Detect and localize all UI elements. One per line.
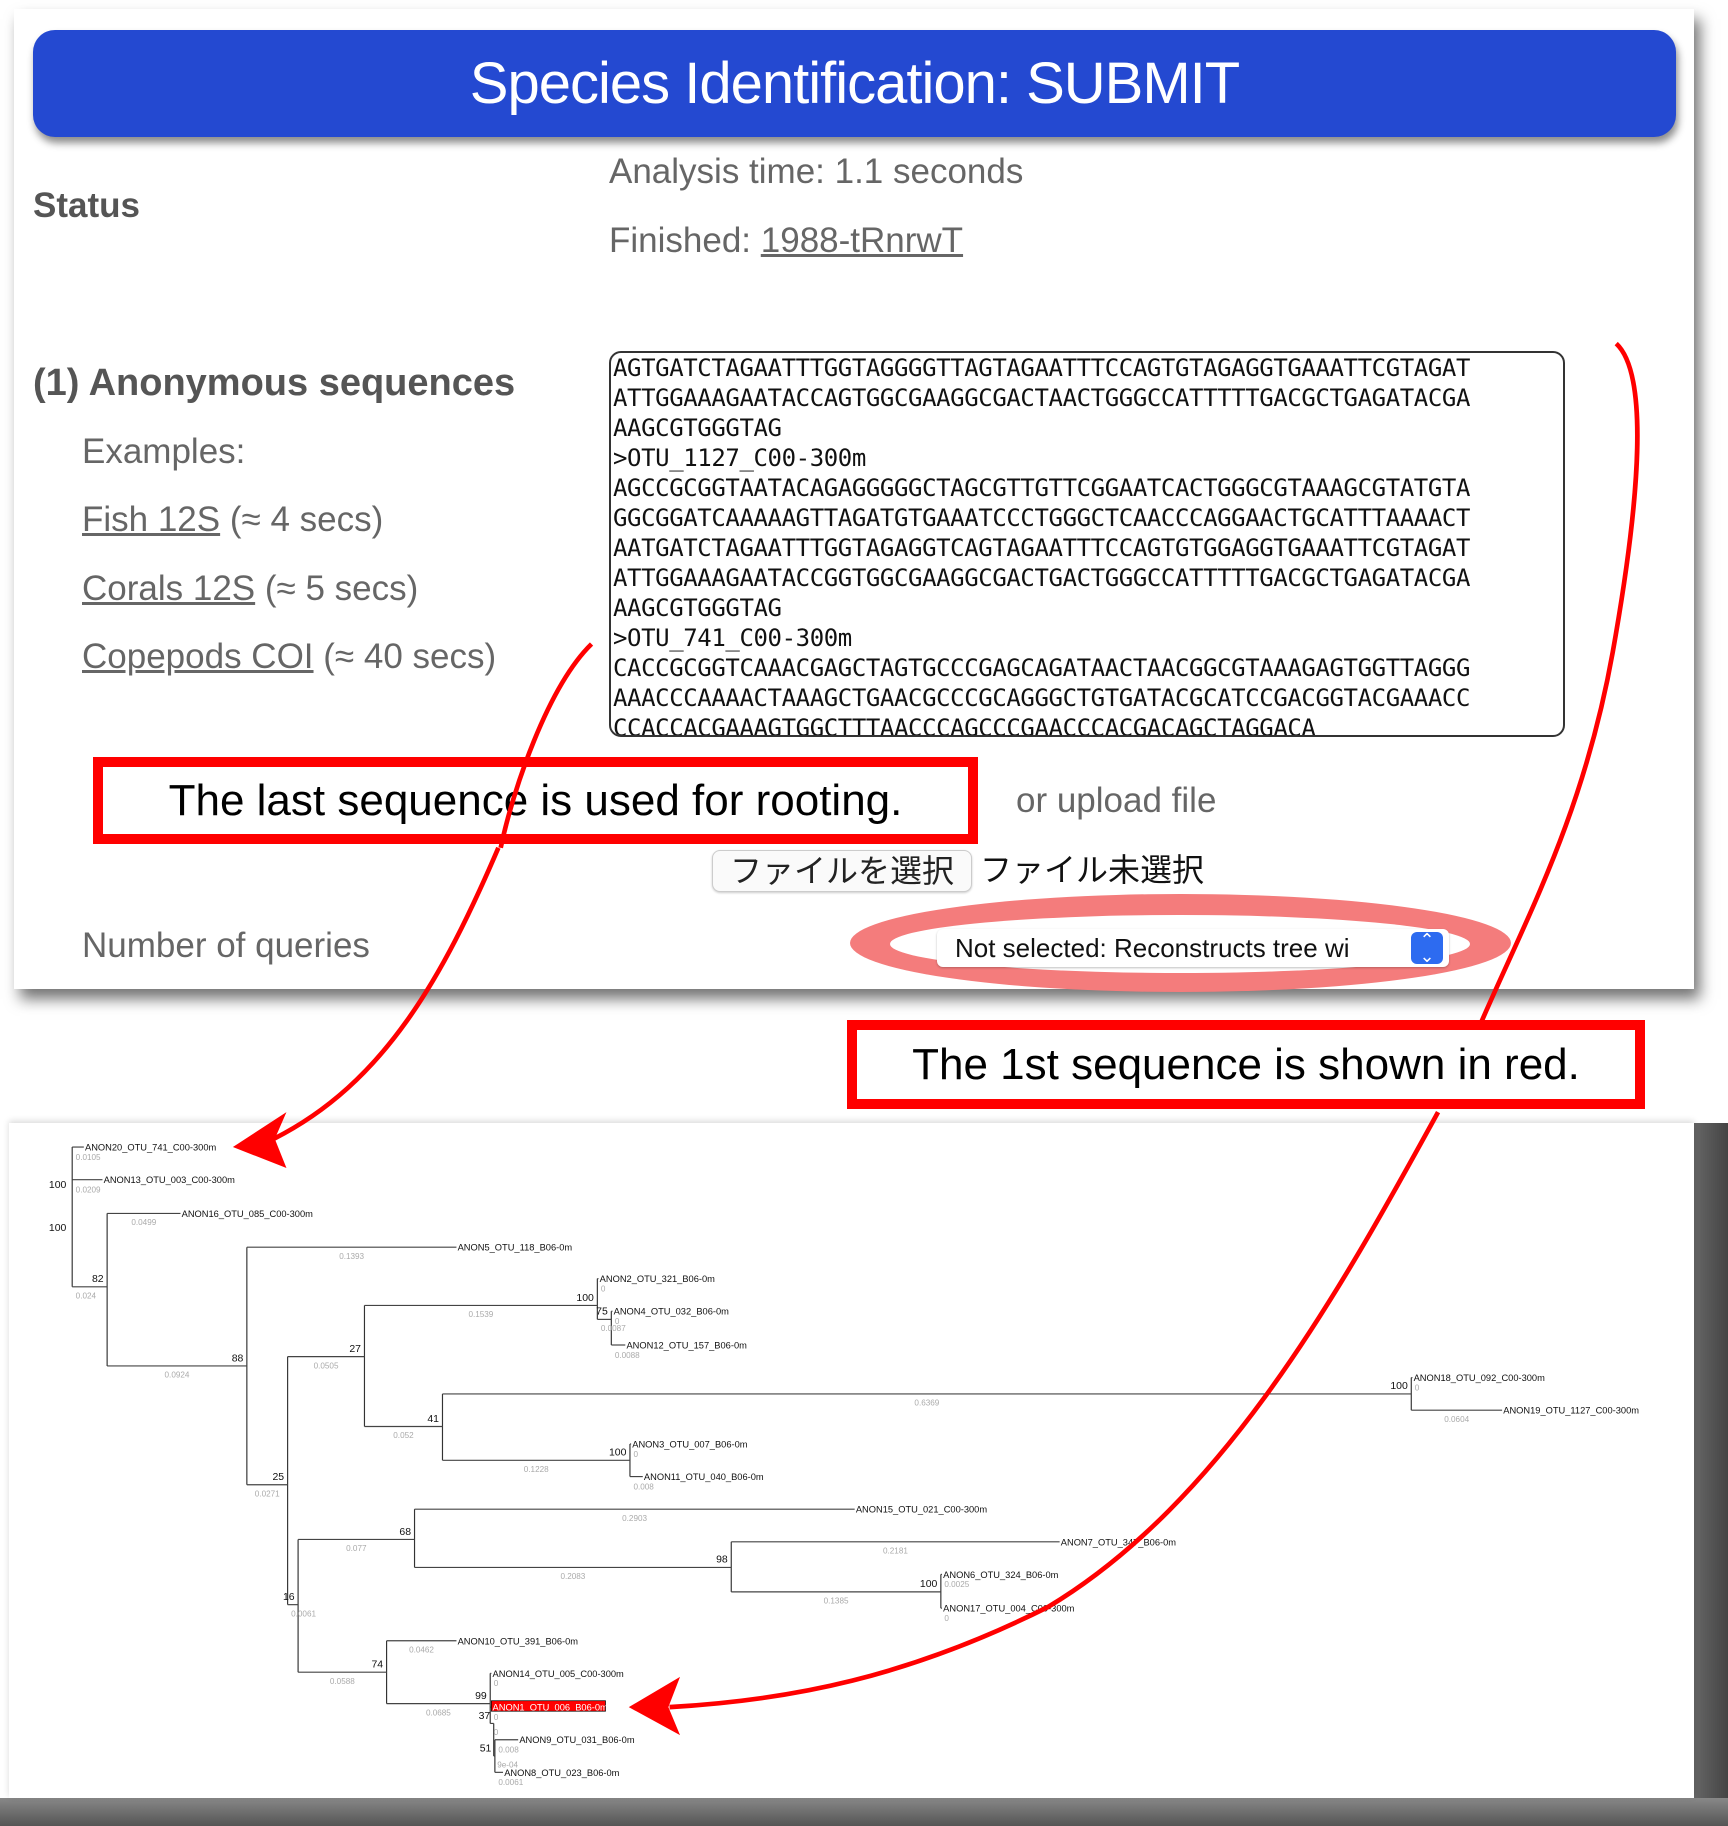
updown-chevron-icon: ⌃⌄ [1411, 931, 1443, 965]
background-shade [0, 1798, 1728, 1826]
example-link-corals-12s[interactable]: Corals 12S [82, 569, 256, 608]
annotation-rooting-text: The last sequence is used for rooting. [103, 767, 968, 834]
upload-label: or upload file [1016, 781, 1217, 820]
example-link-copepods-coi[interactable]: Copepods COI [82, 637, 314, 676]
choose-file-button[interactable]: ファイルを選択 [712, 850, 972, 892]
no-file-selected: ファイル未選択 [980, 852, 1205, 888]
example-corals: Corals 12S (≈ 5 secs) [82, 569, 418, 609]
background-shade [1694, 1123, 1728, 1826]
status-label: Status [33, 186, 140, 225]
analysis-time: Analysis time: 1.1 seconds [609, 152, 1024, 191]
example-note: (≈ 4 secs) [229, 500, 384, 539]
sequence-textarea[interactable]: AGTGATCTAGAATTTGGTAGGGGTTAGTAGAATTTCCAGT… [609, 351, 1565, 737]
annotation-first-red-text: The 1st sequence is shown in red. [857, 1030, 1635, 1099]
example-note: (≈ 5 secs) [264, 569, 419, 608]
example-note: (≈ 40 secs) [323, 637, 497, 676]
finished-row: Finished: 1988-tRnrwT [609, 221, 963, 261]
phylogenetic-tree-panel [9, 1123, 1694, 1798]
annotation-first-red: The 1st sequence is shown in red. [847, 1020, 1645, 1109]
queries-select[interactable]: Not selected: Reconstructs tree wi ⌃⌄ [937, 929, 1449, 967]
examples-label: Examples: [82, 432, 246, 471]
finished-link[interactable]: 1988-tRnrwT [760, 221, 964, 260]
page-title: Species Identification: SUBMIT [33, 30, 1676, 137]
queries-label: Number of queries [82, 926, 370, 965]
example-copepods: Copepods COI (≈ 40 secs) [82, 637, 496, 677]
queries-select-value: Not selected: Reconstructs tree wi [955, 933, 1350, 963]
example-link-fish-12s[interactable]: Fish 12S [82, 500, 221, 539]
finished-label: Finished: [609, 221, 752, 260]
annotation-rooting: The last sequence is used for rooting. [93, 757, 978, 844]
section-title: (1) Anonymous sequences [33, 362, 516, 404]
example-fish: Fish 12S (≈ 4 secs) [82, 500, 383, 540]
